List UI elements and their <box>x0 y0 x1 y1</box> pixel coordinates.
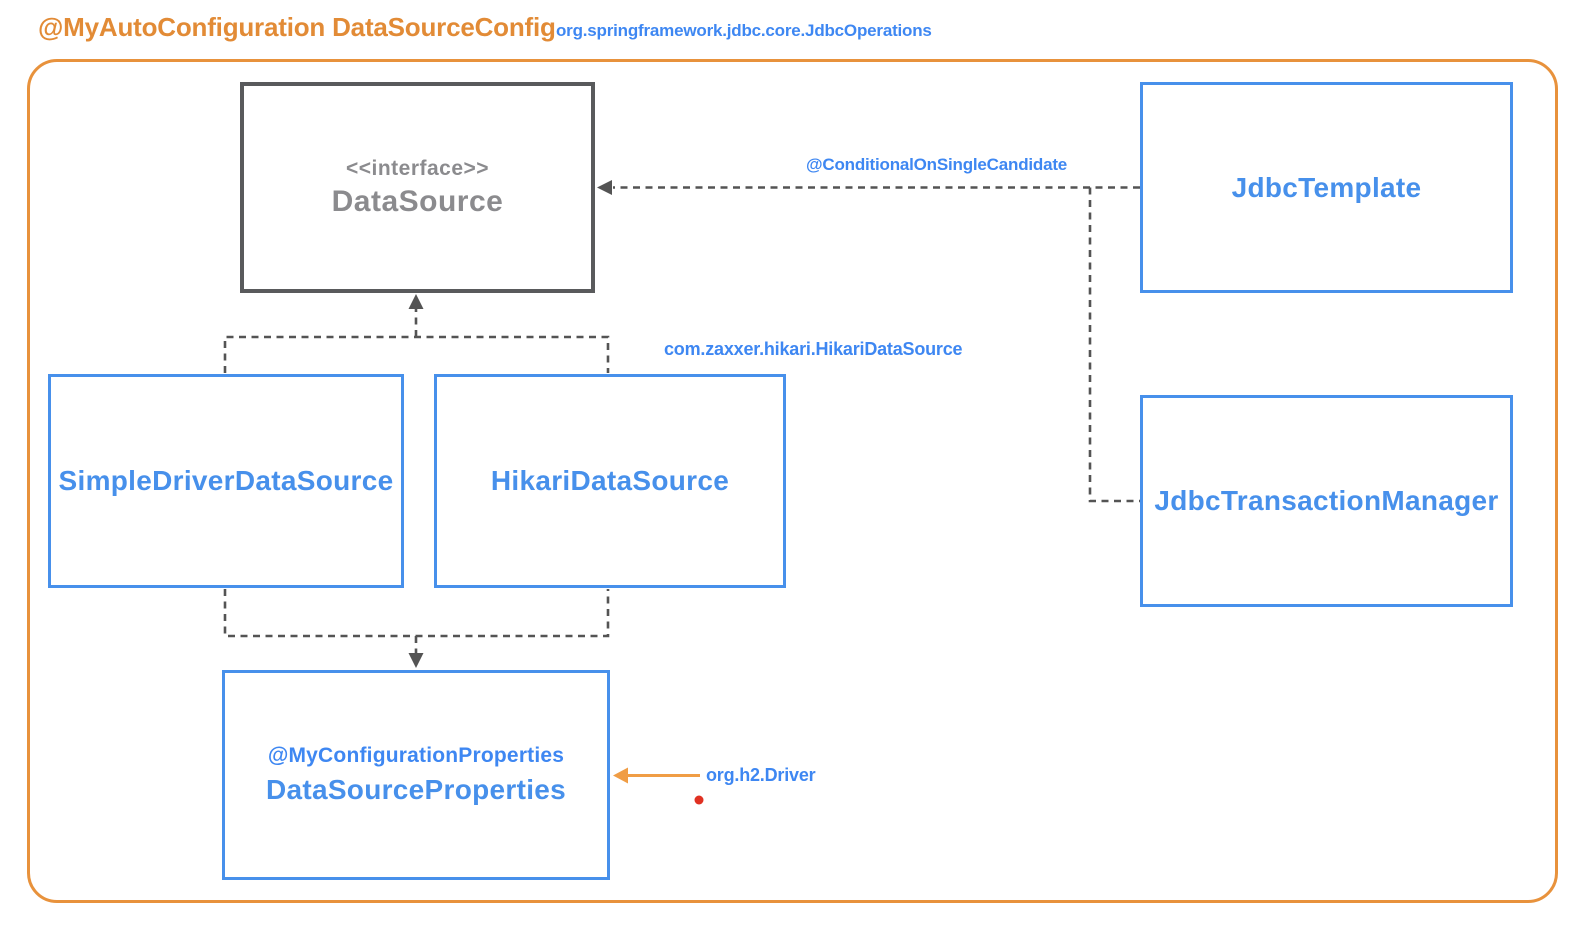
datasource-properties-node-label: DataSourceProperties <box>265 774 567 805</box>
node-hikari-datasource: HikariDataSource <box>434 374 786 588</box>
jdbc-tx-manager-node-label: JdbcTransactionManager <box>1154 485 1499 516</box>
datasource-node-label: DataSource <box>331 184 504 218</box>
node-datasource-interface: <<interface>> DataSource <box>240 82 595 293</box>
hikari-node-label: HikariDataSource <box>490 465 730 496</box>
h2-driver-label: org.h2.Driver <box>706 765 816 785</box>
conditional-on-single-candidate-label: @ConditionalOnSingleCandidate <box>806 155 1068 174</box>
page-title: @MyAutoConfiguration DataSourceConfig <box>38 12 556 42</box>
node-simple-driver-datasource: SimpleDriverDataSource <box>48 374 404 588</box>
configuration-properties-annotation: @MyConfigurationProperties <box>267 744 565 767</box>
node-jdbc-template: JdbcTemplate <box>1140 82 1513 293</box>
jdbc-operations-package-label: org.springframework.jdbc.core.JdbcOperat… <box>556 21 932 40</box>
interface-stereotype-label: <<interface>> <box>345 156 490 180</box>
hikari-package-label: com.zaxxer.hikari.HikariDataSource <box>664 339 963 359</box>
jdbc-template-node-label: JdbcTemplate <box>1231 171 1422 203</box>
simple-driver-node-label: SimpleDriverDataSource <box>58 465 394 496</box>
node-jdbc-transaction-manager: JdbcTransactionManager <box>1140 395 1513 607</box>
auto-configuration-frame <box>27 59 1558 903</box>
node-datasource-properties: @MyConfigurationProperties DataSourcePro… <box>222 670 610 880</box>
